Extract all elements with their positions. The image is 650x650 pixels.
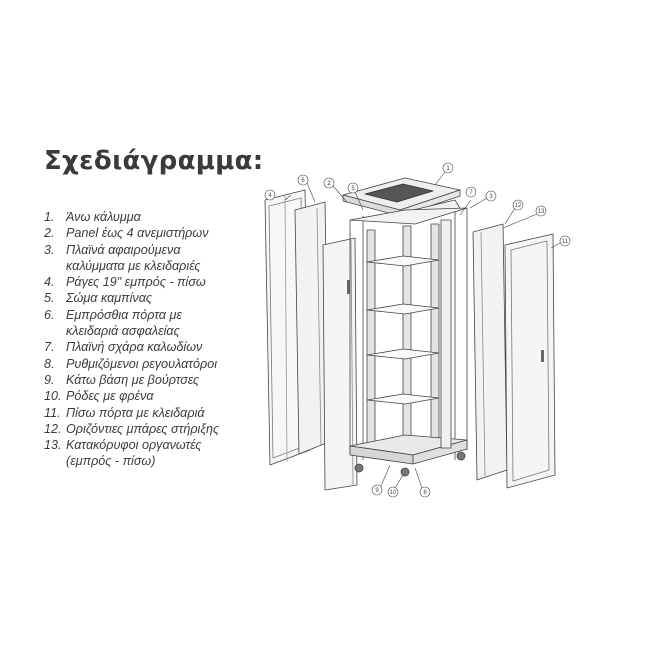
legend-item: 9. Κάτω βάση με βούρτσες	[44, 372, 274, 388]
legend-item: 3. Πλαϊνά αφαιρούμενα	[44, 242, 274, 258]
svg-text:8: 8	[423, 490, 427, 496]
callout-10: 10	[387, 474, 404, 498]
callout-11: 11	[550, 235, 571, 249]
legend-item-continued: κλειδαριά ασφαλείας	[44, 323, 274, 339]
legend-number: 8.	[44, 356, 55, 371]
legend-number: 7.	[44, 340, 55, 355]
parts-legend-list: 1.Άνω κάλυμμα 2.Panel έως 4 ανεμιστήρων …	[44, 209, 274, 470]
callout-12: 12	[504, 199, 524, 225]
legend-item: 5. Σώμα καμπίνας	[44, 290, 274, 306]
legend-text: Οριζόντιες μπάρες στήριξης	[66, 421, 220, 436]
legend-item: 8. Ρυθμιζόμενοι ρεγουλατόροι	[44, 356, 274, 372]
callout-5: 5	[347, 182, 364, 211]
legend-text: Εμπρόσθια πόρτα με	[66, 307, 182, 322]
legend-number: 5.	[44, 291, 55, 306]
legend-item: 2. Panel έως 4 ανεμιστήρων	[44, 225, 274, 241]
legend-item: 13. Κατακόρυφοι οργανωτές	[44, 437, 274, 453]
legend-text: Άνω κάλυμμα	[66, 210, 141, 224]
top-cover	[342, 177, 461, 217]
legend-number: 12.	[44, 421, 62, 436]
svg-text:13: 13	[538, 209, 545, 215]
legend-text: (εμπρός - πίσω)	[66, 454, 156, 469]
legend-item-continued: (εμπρός - πίσω)	[44, 453, 274, 469]
legend-text: Πλαϊνή σχάρα καλωδίων	[66, 340, 203, 355]
part-callouts: 1 2 3 4 5 6 7 8 9 10 11 12 13	[264, 162, 571, 498]
svg-text:11: 11	[562, 239, 569, 245]
front-door	[322, 237, 358, 491]
cabinet-exploded-view: 1 2 3 4 5 6 7 8 9 10 11 12 13	[255, 150, 585, 505]
callout-3: 3	[469, 190, 497, 209]
diagram-title: Σχεδιάγραμμα:	[44, 146, 264, 176]
legend-text: Κάτω βάση με βούρτσες	[66, 372, 200, 387]
legend-item: 7. Πλαϊνή σχάρα καλωδίων	[44, 339, 274, 355]
callout-9: 9	[371, 464, 391, 496]
callout-6: 6	[297, 174, 316, 203]
legend-text: Πλαϊνά αφαιρούμενα	[66, 242, 181, 257]
callout-1: 1	[434, 162, 454, 186]
legend-text: Σώμα καμπίνας	[66, 291, 153, 306]
callout-4: 4	[264, 189, 292, 201]
svg-text:2: 2	[327, 181, 331, 187]
callout-8: 8	[414, 467, 431, 498]
legend-text: κλειδαριά ασφαλείας	[66, 324, 180, 339]
legend-text: Πίσω πόρτα με κλειδαριά	[66, 405, 205, 420]
legend-text: καλύμματα με κλειδαριές	[66, 258, 201, 273]
legend-item: 6. Εμπρόσθια πόρτα με	[44, 307, 274, 323]
callout-2: 2	[323, 177, 348, 203]
legend-text: Ράγες 19" εμπρός - πίσω	[66, 275, 206, 290]
legend-text: Ρόδες με φρένα	[66, 389, 154, 404]
legend-number: 1.	[44, 210, 55, 224]
legend-text: Panel έως 4 ανεμιστήρων	[66, 226, 209, 241]
svg-text:12: 12	[515, 203, 522, 209]
svg-text:1: 1	[446, 166, 450, 172]
legend-item: 10. Ρόδες με φρένα	[44, 388, 274, 404]
svg-text:4: 4	[268, 193, 272, 199]
cabinet-frame	[349, 207, 468, 465]
legend-text: Ρυθμιζόμενοι ρεγουλατόροι	[66, 356, 218, 371]
legend-item: 12. Οριζόντιες μπάρες στήριξης	[44, 421, 274, 437]
legend-number: 10.	[44, 389, 62, 404]
rear-door	[504, 233, 556, 489]
legend-item: 4. Ράγες 19" εμπρός - πίσω	[44, 274, 274, 290]
legend-number: 3.	[44, 242, 55, 257]
right-side-cover	[472, 223, 508, 481]
legend-item: 1. Άνω κάλυμμα	[44, 209, 274, 225]
svg-text:5: 5	[351, 186, 355, 192]
legend-number: 4.	[44, 275, 55, 290]
castor-wheels	[354, 451, 466, 477]
legend-number: 2.	[44, 226, 55, 241]
legend-number: 13.	[44, 438, 62, 453]
svg-text:9: 9	[375, 488, 379, 494]
legend-number: 6.	[44, 307, 55, 322]
legend-item: 11. Πίσω πόρτα με κλειδαριά	[44, 405, 274, 421]
svg-text:6: 6	[301, 178, 305, 184]
legend-text: Κατακόρυφοι οργανωτές	[66, 438, 202, 453]
legend-number: 11.	[44, 405, 61, 420]
legend-item-continued: καλύμματα με κλειδαριές	[44, 258, 274, 274]
callout-7: 7	[459, 186, 477, 216]
svg-text:3: 3	[489, 194, 493, 200]
svg-text:7: 7	[469, 190, 473, 196]
legend-number: 9.	[44, 372, 55, 387]
svg-text:10: 10	[390, 490, 397, 496]
callout-13: 13	[502, 205, 547, 229]
